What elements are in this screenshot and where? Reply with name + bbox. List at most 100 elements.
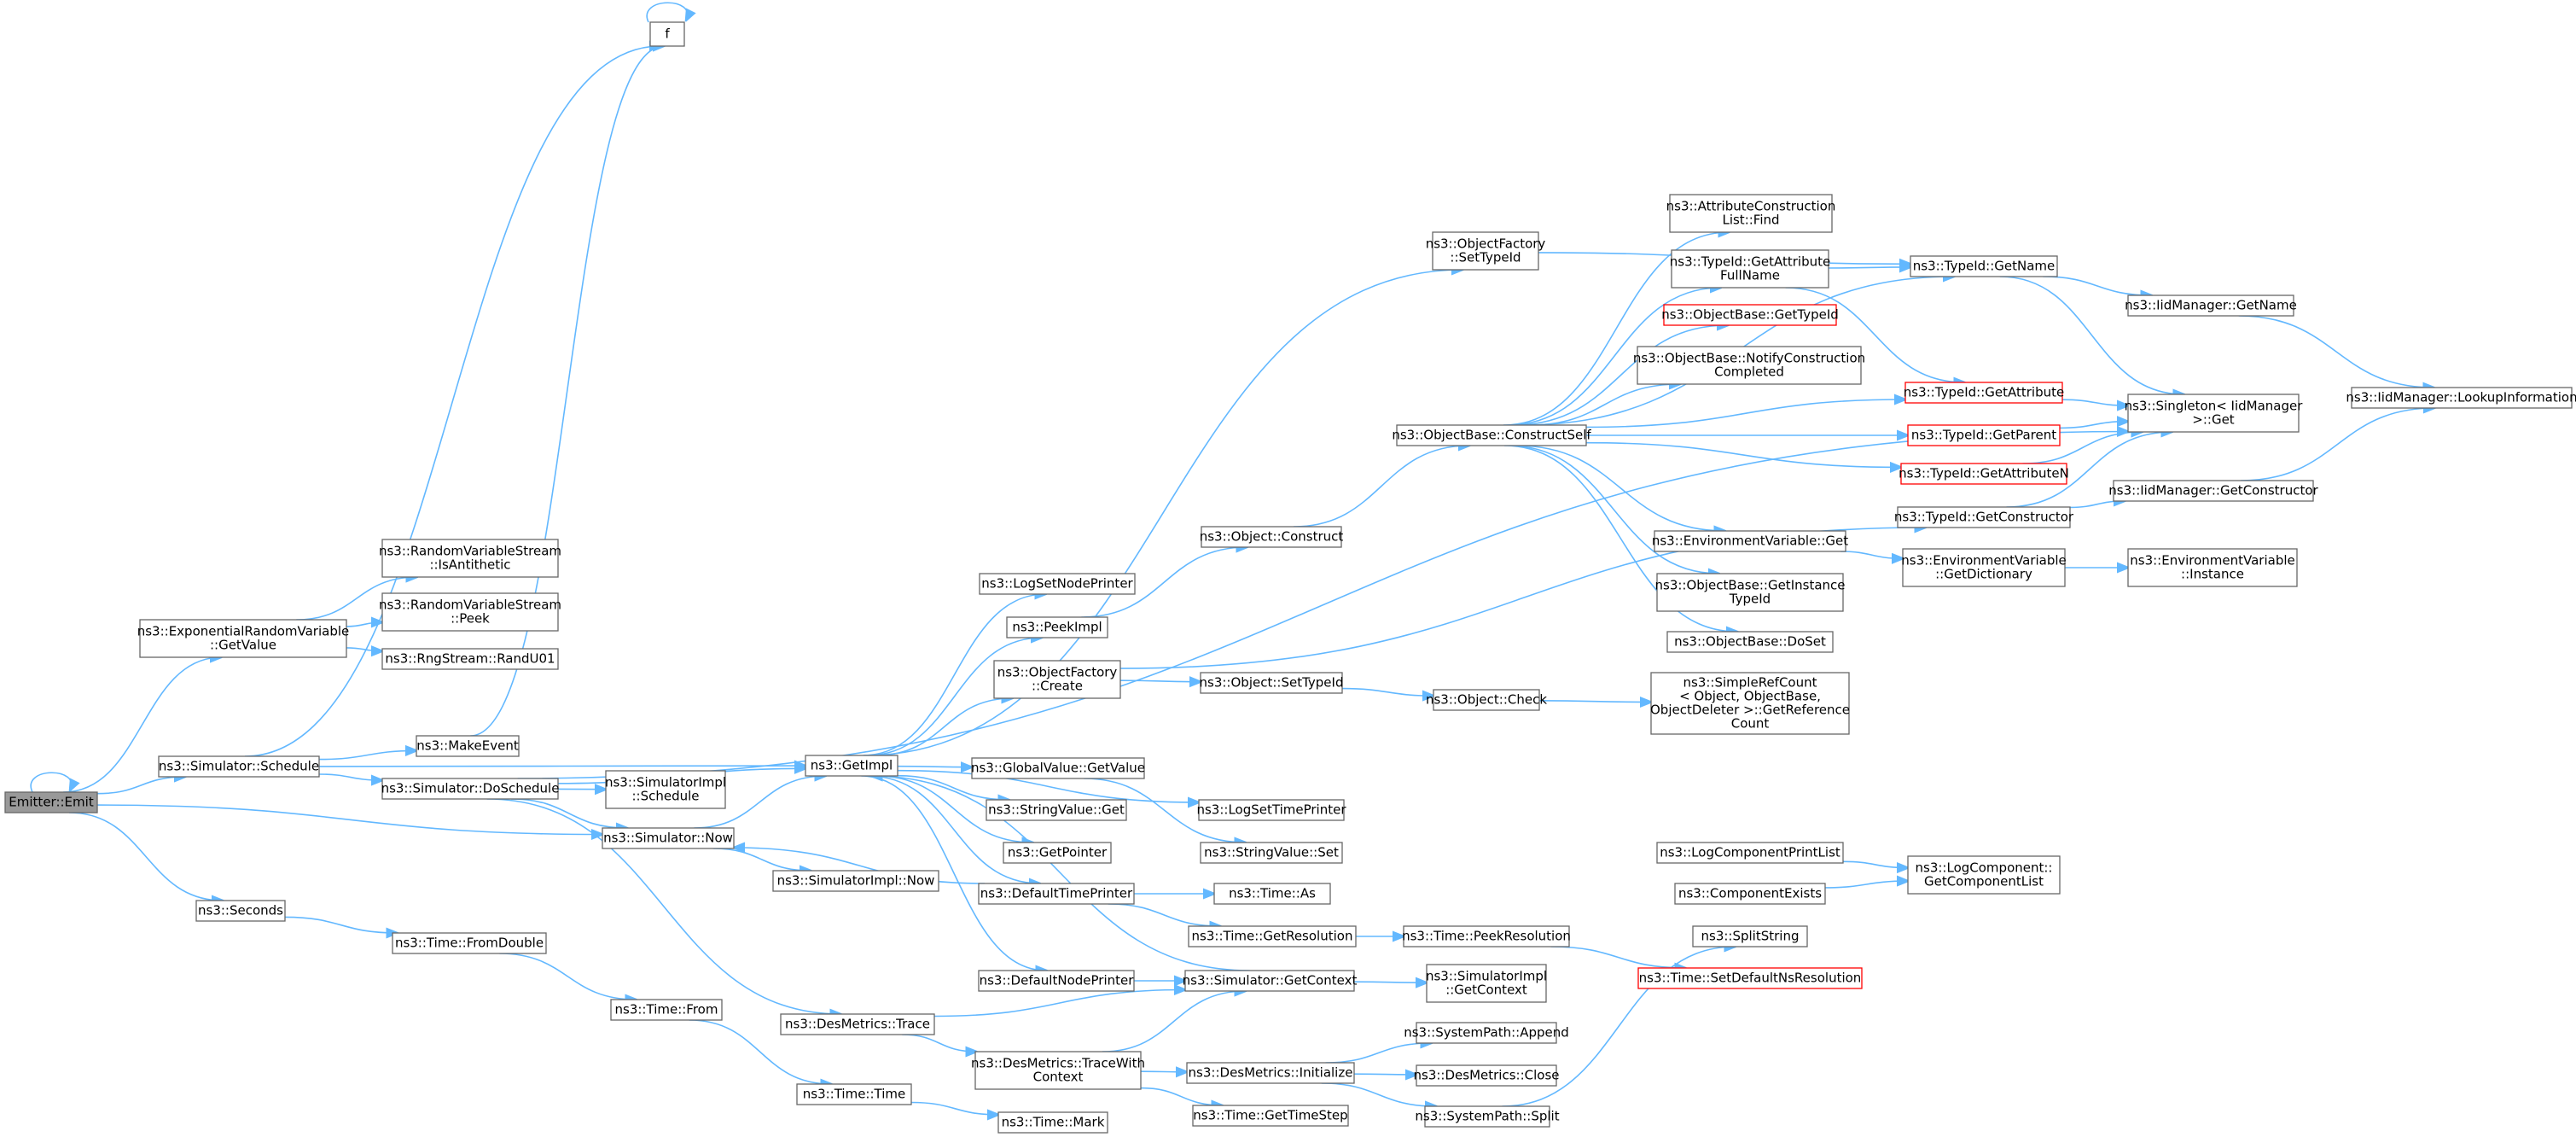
node-box-desm_trace[interactable]: [780, 1013, 935, 1035]
node-sim_getcontext[interactable]: ns3::Simulator::GetContext: [1183, 970, 1358, 992]
node-box-desm_tracewith[interactable]: [974, 1051, 1142, 1090]
node-systempath_split[interactable]: ns3::SystemPath::Split: [1415, 1105, 1560, 1128]
node-logsettimeprinter[interactable]: ns3::LogSetTimePrinter: [1196, 799, 1346, 821]
node-box-objfactory_settypeid[interactable]: [1432, 231, 1539, 271]
node-box-logsetnodeprinter[interactable]: [979, 573, 1136, 595]
node-simplerefcount[interactable]: ns3::SimpleRefCount< Object, ObjectBase,…: [1650, 672, 1850, 735]
node-box-objbase_getinstancetypeid[interactable]: [1656, 573, 1844, 612]
node-box-componentexists[interactable]: [1674, 883, 1826, 905]
node-box-defaultnodeprinter[interactable]: [978, 970, 1135, 992]
node-box-exp_getvalue[interactable]: [139, 619, 347, 658]
node-box-typeid_getname[interactable]: [1910, 255, 2058, 277]
node-envvar_instance[interactable]: ns3::EnvironmentVariable::Instance: [2127, 548, 2298, 587]
node-box-desm_close[interactable]: [1416, 1064, 1557, 1087]
node-box-typeid_getparent[interactable]: [1907, 424, 2061, 446]
node-sim_now[interactable]: ns3::Simulator::Now: [602, 827, 735, 849]
node-time_setdefaultnsres[interactable]: ns3::Time::SetDefaultNsResolution: [1637, 967, 1863, 989]
node-box-rvs_isanti[interactable]: [381, 539, 559, 578]
node-logcomp_getcomplist[interactable]: ns3::LogComponent::GetComponentList: [1907, 855, 2061, 895]
node-box-envvar_getdictionary[interactable]: [1902, 548, 2066, 587]
node-time_peekresolution[interactable]: ns3::Time::PeekResolution: [1402, 925, 1571, 948]
node-time_time[interactable]: ns3::Time::Time: [796, 1083, 912, 1105]
node-typeid_getname[interactable]: ns3::TypeId::GetName: [1910, 255, 2058, 277]
node-box-objbase_doset[interactable]: [1666, 631, 1834, 653]
node-time_gettimestep[interactable]: ns3::Time::GetTimeStep: [1192, 1105, 1349, 1127]
node-box-peekimpl[interactable]: [1006, 616, 1108, 638]
node-globalvalue_getvalue[interactable]: ns3::GlobalValue::GetValue: [971, 757, 1145, 779]
node-box-time_as[interactable]: [1213, 883, 1331, 905]
node-box-sim_now[interactable]: [602, 827, 735, 849]
node-f[interactable]: f: [649, 21, 685, 47]
node-box-iidmgr_lookupinfo[interactable]: [2351, 387, 2573, 409]
node-box-globalvalue_getvalue[interactable]: [971, 757, 1145, 779]
node-box-f[interactable]: [649, 21, 685, 47]
node-simimpl_now[interactable]: ns3::SimulatorImpl::Now: [772, 870, 939, 892]
node-box-objbase_gettypeid[interactable]: [1663, 304, 1837, 326]
node-box-singleton_get[interactable]: [2127, 394, 2300, 433]
node-object_check[interactable]: ns3::Object::Check: [1426, 689, 1547, 711]
node-systempath_append[interactable]: ns3::SystemPath::Append: [1404, 1022, 1569, 1044]
node-defaulttimeprinter[interactable]: ns3::DefaultTimePrinter: [978, 883, 1135, 905]
node-rvs_peek[interactable]: ns3::RandomVariableStream::Peek: [379, 592, 561, 632]
node-box-getimpl[interactable]: [805, 755, 898, 777]
node-box-objfactory_create[interactable]: [993, 660, 1121, 699]
node-getimpl[interactable]: ns3::GetImpl: [805, 755, 898, 777]
node-box-object_construct[interactable]: [1201, 526, 1342, 548]
node-objbase_gettypeid[interactable]: ns3::ObjectBase::GetTypeId: [1661, 304, 1839, 326]
node-objbase_constructself[interactable]: ns3::ObjectBase::ConstructSelf: [1392, 424, 1591, 446]
node-box-time_gettimestep[interactable]: [1192, 1105, 1349, 1127]
node-box-getpointer[interactable]: [1003, 842, 1112, 864]
node-defaultnodeprinter[interactable]: ns3::DefaultNodePrinter: [978, 970, 1135, 992]
node-getpointer[interactable]: ns3::GetPointer: [1003, 842, 1112, 864]
node-desm_init[interactable]: ns3::DesMetrics::Initialize: [1186, 1062, 1355, 1084]
node-typeid_getattributen[interactable]: ns3::TypeId::GetAttributeN: [1899, 463, 2069, 485]
node-box-iidmgr_getname[interactable]: [2127, 294, 2294, 317]
node-box-typeid_getattribute[interactable]: [1904, 382, 2063, 404]
node-box-sim_getcontext[interactable]: [1184, 970, 1355, 992]
node-box-seconds[interactable]: [195, 900, 286, 922]
node-rvs_isanti[interactable]: ns3::RandomVariableStream::IsAntithetic: [379, 539, 561, 578]
node-box-time_fromdouble[interactable]: [392, 932, 547, 954]
node-box-logcomp_getcomplist[interactable]: [1907, 855, 2061, 895]
node-typeid_getconstructor[interactable]: ns3::TypeId::GetConstructor: [1894, 506, 2074, 528]
node-box-objbase_notifyconstruction[interactable]: [1637, 346, 1862, 385]
node-iidmgr_lookupinfo[interactable]: ns3::IidManager::LookupInformation: [2346, 387, 2576, 409]
node-time_from[interactable]: ns3::Time::From: [610, 999, 723, 1021]
node-logsetnodeprinter[interactable]: ns3::LogSetNodePrinter: [979, 573, 1136, 595]
node-peekimpl[interactable]: ns3::PeekImpl: [1006, 616, 1108, 638]
node-envvar_get[interactable]: ns3::EnvironmentVariable::Get: [1652, 530, 1848, 552]
node-box-systempath_append[interactable]: [1416, 1022, 1557, 1044]
node-box-typeid_getattrfullname[interactable]: [1671, 249, 1829, 289]
node-box-envvar_get[interactable]: [1654, 530, 1846, 552]
node-rng_randu01[interactable]: ns3::RngStream::RandU01: [381, 648, 559, 670]
node-stringvalue_get[interactable]: ns3::StringValue::Get: [986, 799, 1127, 821]
node-box-sim_schedule[interactable]: [158, 755, 320, 778]
node-box-rvs_peek[interactable]: [381, 592, 559, 632]
node-time_getresolution[interactable]: ns3::Time::GetResolution: [1188, 925, 1357, 948]
node-box-simimpl_schedule[interactable]: [605, 770, 726, 809]
node-objbase_notifyconstruction[interactable]: ns3::ObjectBase::NotifyConstructionCompl…: [1633, 346, 1865, 385]
node-box-make_event[interactable]: [416, 735, 520, 757]
node-box-object_settypeid[interactable]: [1200, 672, 1343, 694]
node-box-time_getresolution[interactable]: [1188, 925, 1357, 948]
node-exp_getvalue[interactable]: ns3::ExponentialRandomVariable::GetValue: [137, 619, 350, 658]
node-box-time_peekresolution[interactable]: [1403, 925, 1570, 948]
node-box-sim_doschedule[interactable]: [381, 778, 559, 800]
node-object_settypeid[interactable]: ns3::Object::SetTypeId: [1200, 672, 1344, 694]
node-box-typeid_getconstructor[interactable]: [1897, 506, 2071, 528]
node-box-rng_randu01[interactable]: [381, 648, 559, 670]
node-logcompprintlist[interactable]: ns3::LogComponentPrintList: [1656, 842, 1844, 864]
node-box-simplerefcount[interactable]: [1650, 672, 1850, 735]
node-box-typeid_getattributen[interactable]: [1900, 463, 2067, 485]
node-objbase_doset[interactable]: ns3::ObjectBase::DoSet: [1666, 631, 1834, 653]
node-box-stringvalue_set[interactable]: [1200, 842, 1343, 864]
node-sim_schedule[interactable]: ns3::Simulator::Schedule: [158, 755, 320, 778]
node-desm_close[interactable]: ns3::DesMetrics::Close: [1414, 1064, 1560, 1087]
node-box-iidmgr_getconstructor[interactable]: [2113, 480, 2314, 502]
node-object_construct[interactable]: ns3::Object::Construct: [1200, 526, 1344, 548]
node-box-attrconstrlist_find[interactable]: [1669, 194, 1833, 233]
node-box-logsettimeprinter[interactable]: [1198, 799, 1345, 821]
